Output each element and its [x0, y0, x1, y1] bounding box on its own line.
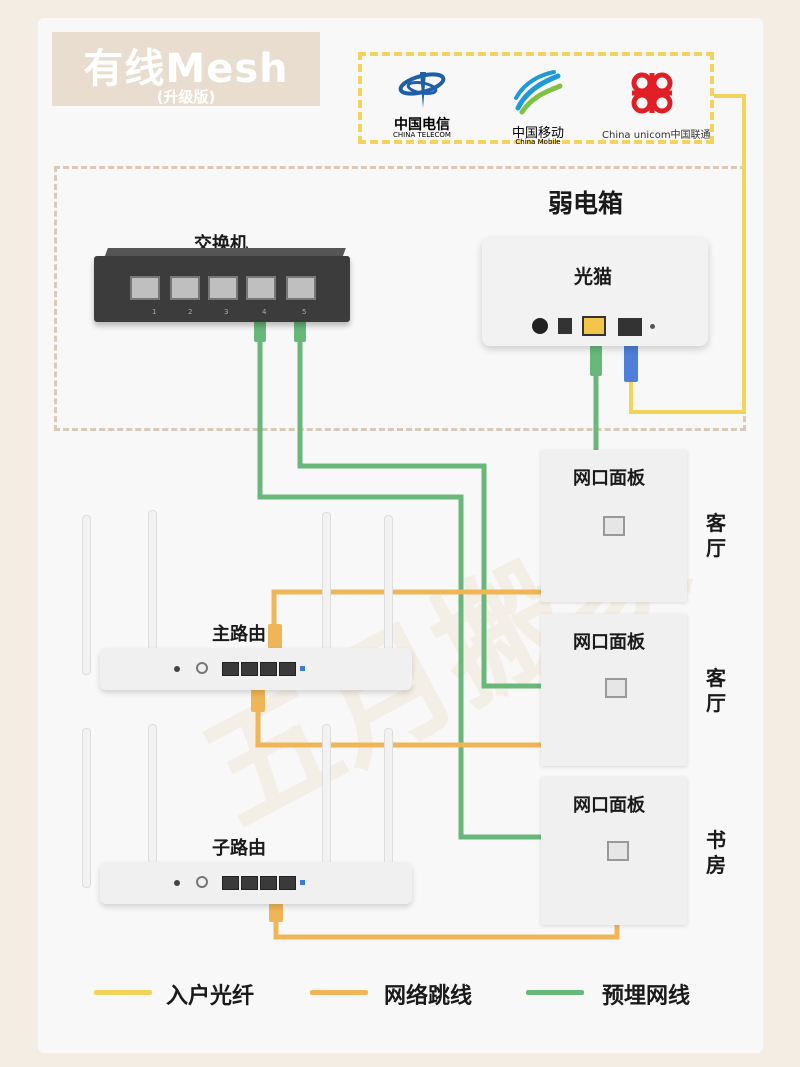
- panel-1-title: 网口面板: [573, 468, 645, 489]
- main-router-antenna: [148, 510, 157, 650]
- isp-china-telecom: 中国电信 CHINA TELECOM: [372, 68, 472, 139]
- legend-embedded-swatch: [526, 990, 584, 995]
- main-router-reset: [174, 666, 180, 672]
- isp-telecom-sub: CHINA TELECOM: [393, 131, 451, 139]
- sub-router-antenna: [322, 724, 331, 864]
- switch-port-number: 5: [302, 308, 307, 316]
- switch-port: [286, 276, 316, 300]
- title-box: 有线Mesh (升级版): [52, 32, 320, 106]
- network-switch: 1 2 3 4 5: [94, 256, 350, 322]
- main-router-led: [300, 666, 305, 671]
- modem-fiber-port: [618, 318, 642, 336]
- legend-fiber-swatch: [94, 990, 152, 995]
- modem-power-button: [532, 318, 548, 334]
- embedded-cable-switch-panel3: [257, 342, 542, 840]
- main-router-port: [241, 662, 258, 676]
- wall-panel-1: 网口面板: [541, 450, 687, 602]
- sub-router-antenna: [148, 724, 157, 864]
- china-telecom-logo-icon: [398, 72, 446, 108]
- sub-router-antenna: [82, 728, 91, 888]
- modem-green-connector: [590, 340, 602, 376]
- switch-port-number: 1: [152, 308, 157, 316]
- panel-2-room: 客厅: [706, 666, 726, 715]
- sub-router-port: [241, 876, 258, 890]
- panel-3-room: 书房: [706, 828, 726, 877]
- panel-2-title: 网口面板: [573, 632, 645, 653]
- modem-power-jack: [558, 318, 572, 334]
- sub-router-led: [300, 880, 305, 885]
- main-router-port: [260, 662, 277, 676]
- legend-patch-label: 网络跳线: [384, 984, 473, 1009]
- switch-port: [246, 276, 276, 300]
- wall-panel-2: 网口面板: [541, 614, 687, 766]
- sub-router-power-jack: [196, 876, 208, 888]
- panel-1-room: 客厅: [706, 511, 726, 560]
- legend-patch-swatch: [310, 990, 368, 995]
- switch-port-number: 2: [188, 308, 193, 316]
- panel-2-jack: [605, 678, 627, 698]
- main-router-power-jack: [196, 662, 208, 674]
- switch-port-number: 4: [262, 308, 267, 316]
- main-router-port: [222, 662, 239, 676]
- isp-mobile-name: 中国移动: [511, 126, 564, 141]
- modem-blue-fiber-connector: [624, 338, 638, 382]
- switch-port: [170, 276, 200, 300]
- sub-router-reset: [174, 880, 180, 886]
- page-subtitle: (升级版): [156, 88, 216, 106]
- isp-unicom-name: China unicom中国联通: [602, 130, 711, 141]
- page-title: 有线Mesh: [83, 46, 289, 92]
- panel-3-title: 网口面板: [573, 795, 645, 816]
- switch-port-number: 3: [224, 308, 229, 316]
- sub-router-port: [222, 876, 239, 890]
- sub-router: [100, 862, 412, 904]
- panel-1-jack: [603, 516, 625, 536]
- isp-china-unicom: China unicom中国联通: [602, 68, 711, 141]
- embedded-cable-switch-panel2: [297, 342, 542, 689]
- switch-port: [208, 276, 238, 300]
- legend-embedded-label: 预埋网线: [602, 984, 691, 1009]
- main-router-antenna: [82, 515, 91, 675]
- switch-port: [130, 276, 160, 300]
- optical-modem: 光猫: [482, 238, 708, 346]
- china-unicom-logo-icon: [631, 72, 673, 114]
- main-router-antenna: [322, 512, 331, 652]
- main-router: [100, 648, 412, 690]
- china-mobile-logo-icon: [514, 70, 563, 115]
- panel-3-jack: [607, 841, 629, 861]
- sub-router-port: [279, 876, 296, 890]
- fiber-cable: [629, 94, 746, 414]
- main-router-port: [279, 662, 296, 676]
- isp-mobile-sub: China Mobile: [515, 138, 561, 146]
- isp-telecom-name: 中国电信: [394, 117, 450, 133]
- modem-lan-port: [582, 316, 606, 336]
- modem-reset-hole: [650, 324, 655, 329]
- wall-panel-3: 网口面板: [541, 777, 687, 925]
- sub-router-label: 子路由: [212, 838, 266, 859]
- weak-box-label: 弱电箱: [548, 189, 624, 218]
- isp-china-mobile: 中国移动 China Mobile: [488, 68, 588, 146]
- sub-router-port: [260, 876, 277, 890]
- isp-logos-box: 中国电信 CHINA TELECOM 中国移动 China Mobile Chi…: [358, 52, 714, 146]
- legend-fiber-label: 入户光纤: [166, 984, 255, 1009]
- modem-label: 光猫: [574, 266, 613, 288]
- main-router-label: 主路由: [212, 624, 266, 645]
